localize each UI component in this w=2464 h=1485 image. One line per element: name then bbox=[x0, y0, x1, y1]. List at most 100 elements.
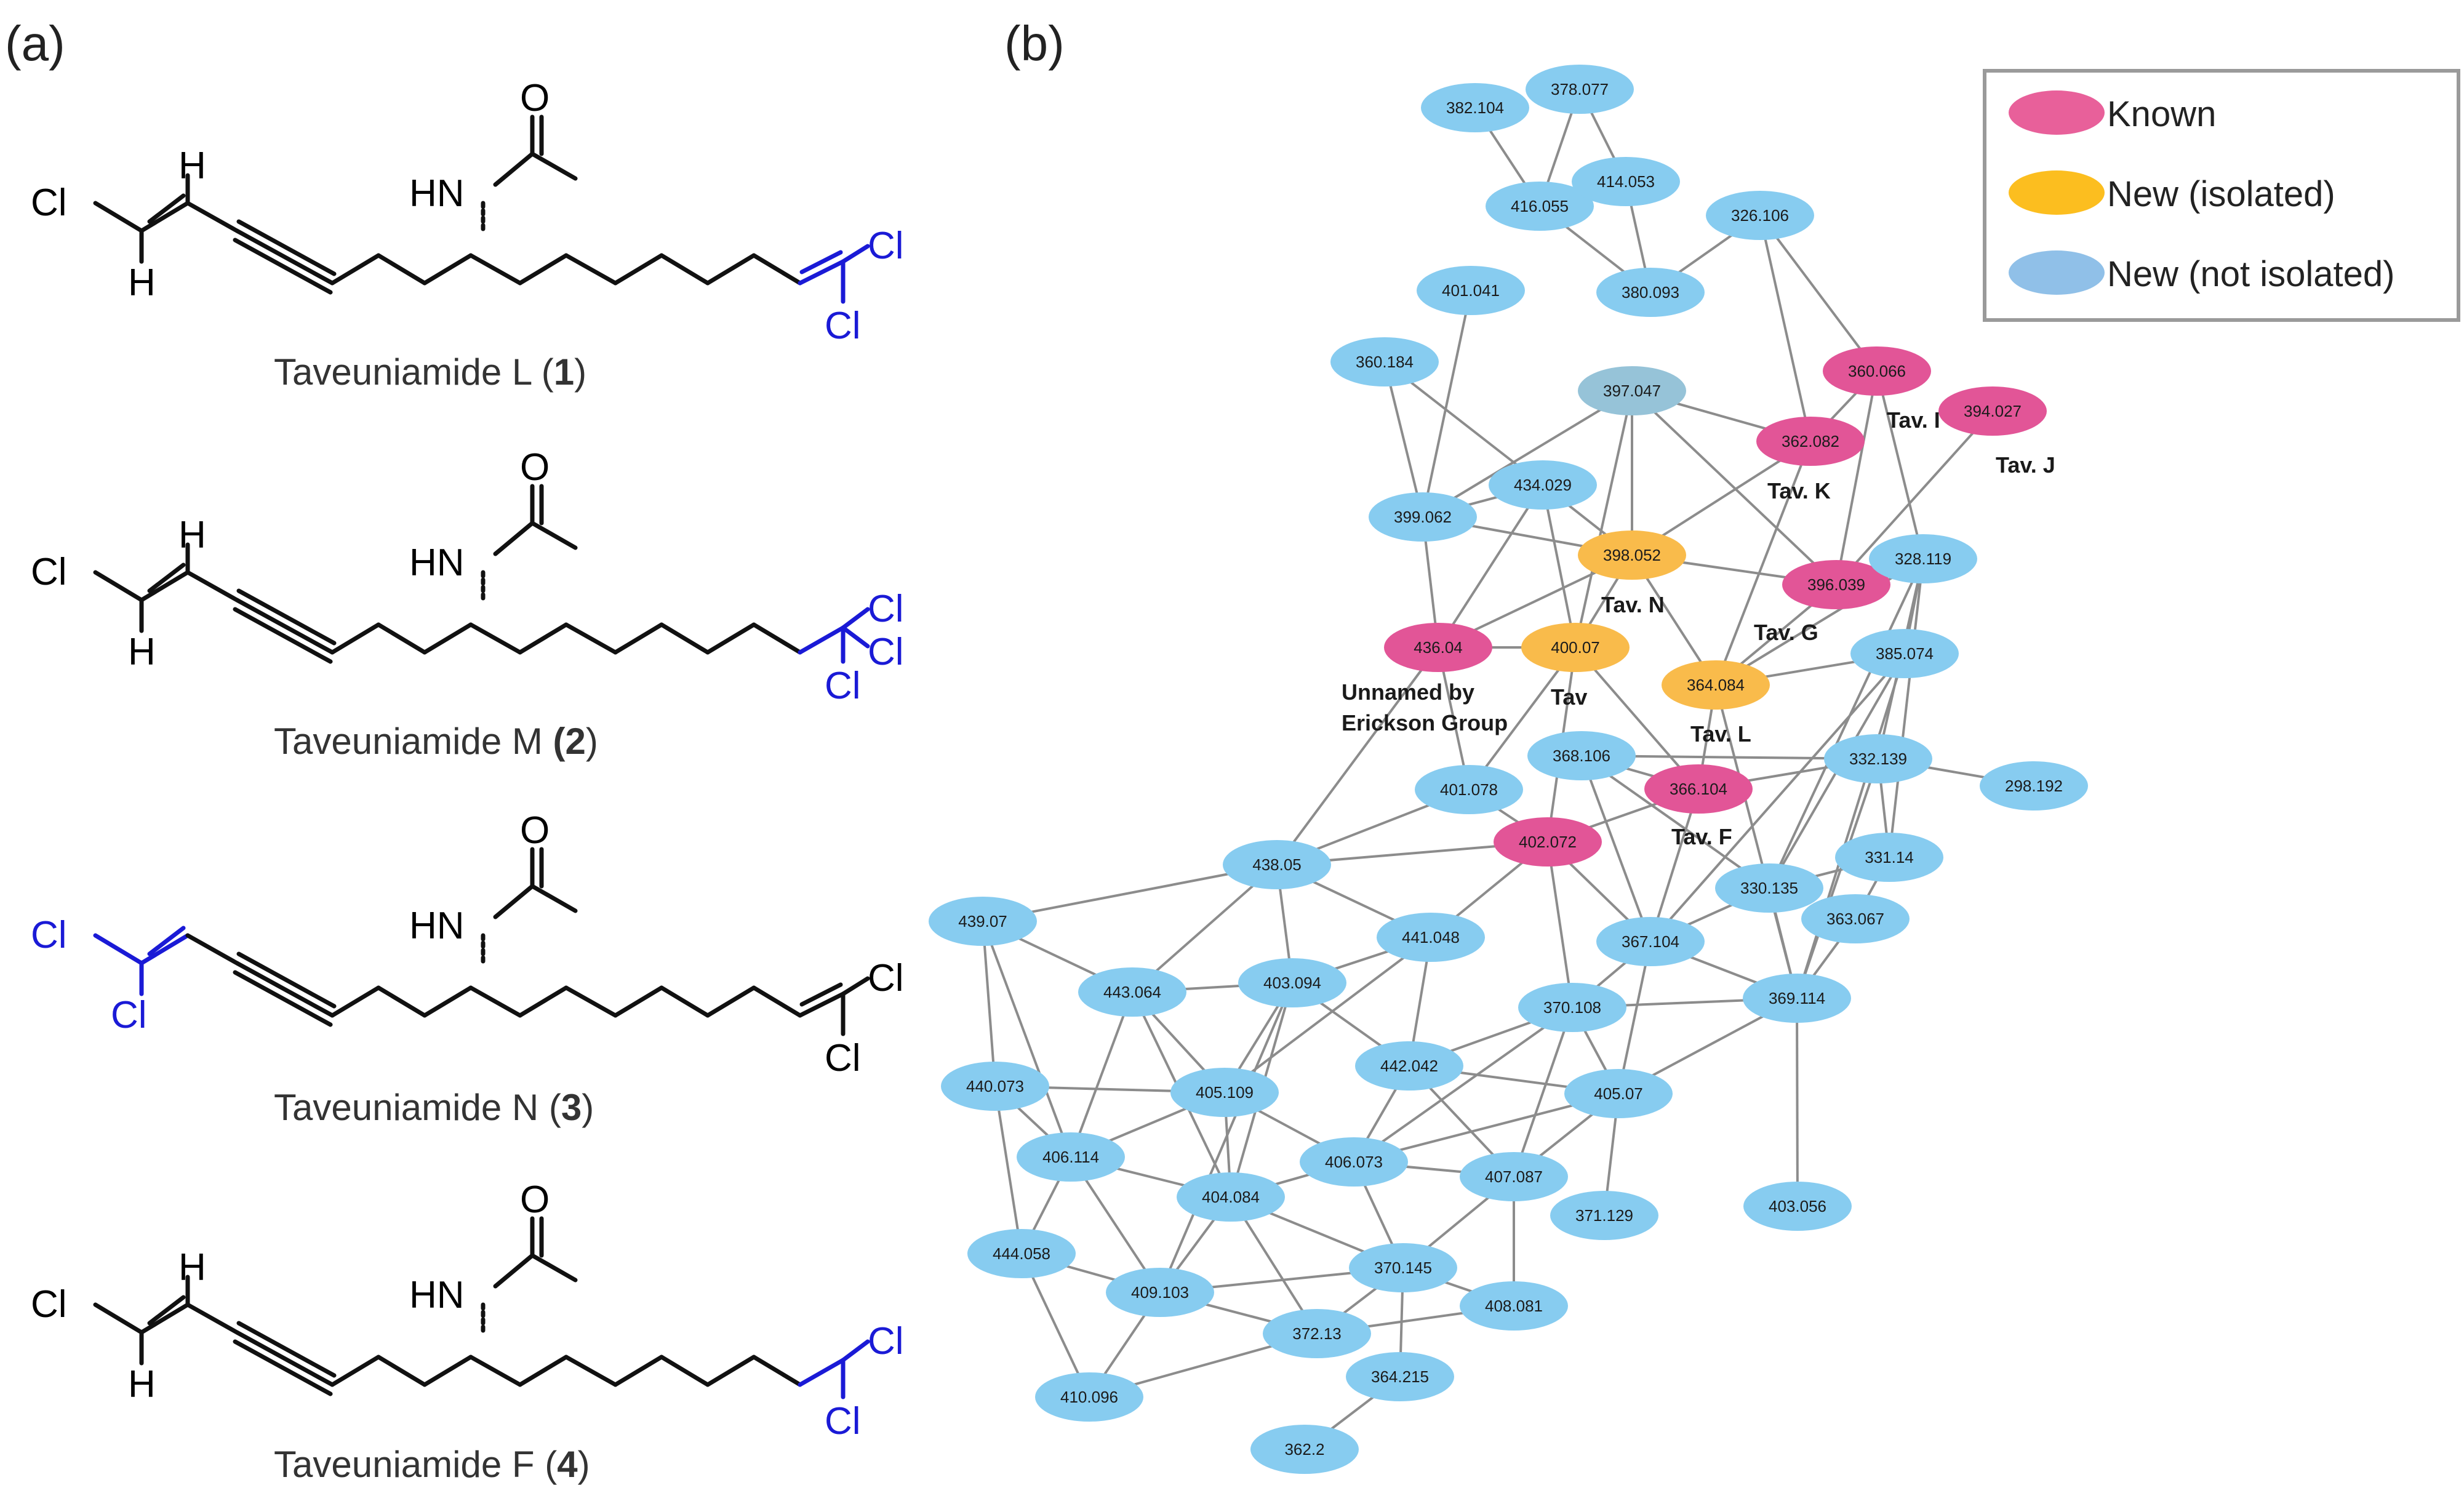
network-node-label: 331.14 bbox=[1865, 848, 1914, 867]
network-node-ellipse bbox=[1223, 840, 1331, 889]
network-edge bbox=[1422, 390, 1633, 518]
network-node-label: 364.215 bbox=[1371, 1367, 1429, 1386]
network-edge bbox=[1276, 646, 1439, 866]
network-node: 382.104 bbox=[1421, 83, 1529, 132]
network-edge bbox=[1070, 991, 1134, 1158]
network-edge bbox=[982, 921, 1072, 1158]
network-edge bbox=[1768, 558, 1924, 889]
network-node-ellipse bbox=[1238, 958, 1346, 1007]
atom-cl: Cl bbox=[825, 1400, 861, 1443]
network-node-ellipse bbox=[1644, 764, 1753, 814]
network-node-label: 414.053 bbox=[1597, 172, 1655, 191]
network-node: 360.184 bbox=[1330, 337, 1439, 386]
network-node: 403.094 bbox=[1238, 958, 1346, 1007]
network-node-label: 441.048 bbox=[1402, 928, 1460, 947]
network-node-label: 362.2 bbox=[1284, 1440, 1324, 1459]
network-node-label: 401.041 bbox=[1442, 281, 1500, 300]
atom-h: H bbox=[128, 631, 156, 673]
network-node: 363.067 bbox=[1801, 894, 1910, 943]
network-node-ellipse bbox=[1801, 894, 1910, 943]
legend-swatch-known bbox=[2009, 90, 2105, 135]
network-tag-label: Tav. G bbox=[1754, 620, 1818, 645]
network-node: 298.192 bbox=[1980, 761, 2088, 811]
network-node-label: 367.104 bbox=[1622, 932, 1679, 951]
network-node: 444.058 bbox=[967, 1229, 1076, 1278]
network-node-label: 416.055 bbox=[1511, 197, 1569, 215]
network-node-label: 368.106 bbox=[1553, 747, 1610, 765]
network-node: 371.129 bbox=[1550, 1191, 1658, 1240]
network-tag-label: Tav. K bbox=[1767, 478, 1831, 503]
network-node-ellipse bbox=[1743, 974, 1851, 1023]
network-node: 416.055 bbox=[1486, 182, 1594, 231]
network-node-label: 400.07 bbox=[1551, 638, 1600, 657]
network-node-label: 409.103 bbox=[1131, 1283, 1189, 1302]
network-node-ellipse bbox=[1564, 1069, 1673, 1118]
network-edge bbox=[1796, 758, 1879, 999]
network-node-ellipse bbox=[1486, 182, 1594, 231]
network-node-ellipse bbox=[1938, 386, 2047, 436]
network-node-label: 408.081 bbox=[1485, 1297, 1543, 1315]
network-node: 408.081 bbox=[1460, 1281, 1568, 1331]
network-edge bbox=[1835, 410, 1994, 586]
network-node: 409.103 bbox=[1106, 1268, 1214, 1317]
network-node: 362.2 bbox=[1250, 1425, 1359, 1474]
atom-nh: HN bbox=[409, 905, 465, 947]
network-edge bbox=[1835, 370, 1878, 585]
network-edge bbox=[1422, 290, 1472, 518]
structure-caption-2: Taveuniamide M (2) bbox=[274, 721, 598, 762]
network-node: 440.073 bbox=[941, 1062, 1049, 1111]
network-node-label: 330.135 bbox=[1740, 879, 1798, 897]
network-node-label: 439.07 bbox=[958, 912, 1007, 931]
network-node-ellipse bbox=[1743, 1182, 1852, 1231]
network-node: 378.077 bbox=[1526, 65, 1634, 114]
structure-taveuniamide-m: Cl H H HN O Cl Cl Cl bbox=[31, 446, 904, 707]
network-node: 403.056 bbox=[1743, 1182, 1852, 1231]
network-node-ellipse bbox=[1706, 191, 1814, 240]
network-node: 372.13 bbox=[1263, 1309, 1371, 1358]
network-node: 368.106 bbox=[1527, 731, 1636, 780]
network-node: 394.027 bbox=[1938, 386, 2047, 436]
network-node-ellipse bbox=[1460, 1152, 1568, 1201]
network-node-ellipse bbox=[1300, 1137, 1408, 1187]
network-node-ellipse bbox=[1417, 266, 1525, 315]
structure-caption-3: Taveuniamide N (3) bbox=[274, 1087, 594, 1128]
atom-nh: HN bbox=[409, 172, 465, 215]
network-node-ellipse bbox=[1415, 765, 1523, 814]
network-node: 442.042 bbox=[1355, 1041, 1463, 1091]
network-edge bbox=[1580, 755, 1652, 942]
atom-cl: Cl bbox=[825, 1037, 861, 1079]
atom-o: O bbox=[520, 446, 550, 489]
atom-cl: Cl bbox=[31, 182, 67, 224]
network-edge bbox=[1796, 998, 1799, 1207]
network-node-ellipse bbox=[1526, 65, 1634, 114]
network-node-label: 382.104 bbox=[1446, 98, 1504, 117]
network-node-label: 360.184 bbox=[1356, 353, 1414, 371]
network-node-label: 443.064 bbox=[1103, 983, 1161, 1001]
network-node-label: 399.062 bbox=[1394, 508, 1452, 526]
atom-cl: Cl bbox=[868, 588, 904, 630]
network-node-label: 410.096 bbox=[1060, 1388, 1118, 1406]
atom-nh: HN bbox=[409, 542, 465, 584]
network-node: 326.106 bbox=[1706, 191, 1814, 240]
network-node: 405.109 bbox=[1170, 1068, 1279, 1117]
network-node: 360.066 bbox=[1823, 346, 1931, 396]
network-edge bbox=[1649, 788, 1700, 942]
network-node: 438.05 bbox=[1223, 840, 1331, 889]
network-edge bbox=[1513, 1007, 1574, 1177]
network-edge bbox=[1574, 390, 1633, 648]
network-node-label: 326.106 bbox=[1731, 206, 1789, 225]
network-node-ellipse bbox=[967, 1229, 1076, 1278]
network-node-ellipse bbox=[1078, 967, 1186, 1017]
network-node: 362.082 bbox=[1756, 417, 1865, 466]
network-node-ellipse bbox=[1782, 560, 1890, 609]
legend-label-known: Known bbox=[2107, 94, 2216, 134]
network-node-label: 369.114 bbox=[1769, 989, 1825, 1007]
network-node-label: 328.119 bbox=[1895, 550, 1951, 568]
network-node-label: 363.067 bbox=[1826, 910, 1884, 928]
network-node: 441.048 bbox=[1377, 913, 1485, 962]
network-node-label: 405.07 bbox=[1594, 1084, 1643, 1103]
network-node-label: 298.192 bbox=[2005, 777, 2063, 795]
panel-label-a: (a) bbox=[5, 16, 65, 71]
network-node: 404.084 bbox=[1177, 1172, 1285, 1222]
